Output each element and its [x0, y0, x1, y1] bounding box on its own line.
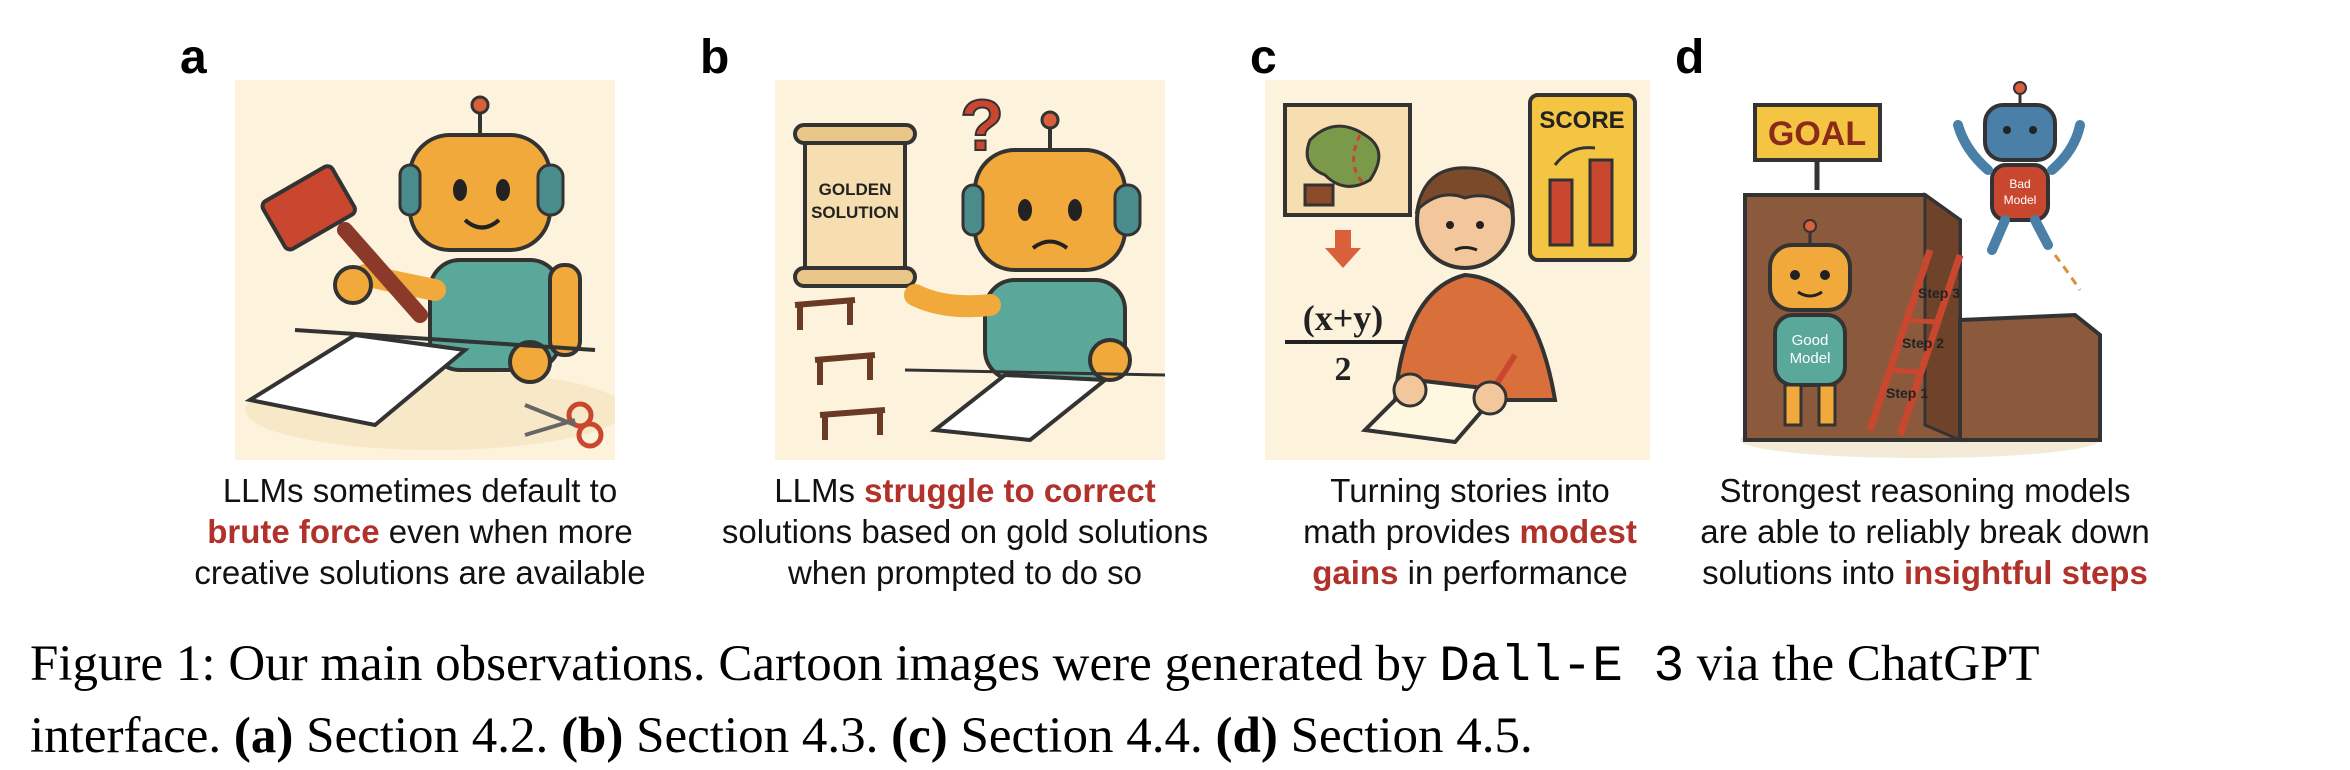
- figure-caption-text: interface.: [30, 708, 234, 764]
- panel-caption: Strongest reasoning models are able to r…: [1645, 470, 2205, 593]
- caption-line: are able to reliably break down: [1700, 513, 2150, 550]
- step-label: Step 2: [1902, 335, 1944, 351]
- caption-text: solutions into: [1702, 554, 1904, 591]
- section-ref-label: (d): [1215, 708, 1278, 764]
- figure-caption-line: Figure 1: Our main observations. Cartoon…: [30, 630, 2330, 702]
- caption-highlight: struggle to correct: [864, 472, 1156, 509]
- caption-line: solutions based on gold solutions: [721, 513, 1209, 550]
- caption-highlight: gains: [1312, 554, 1399, 591]
- caption-line: gains in performance: [1190, 552, 1750, 593]
- caption-text: LLMs: [774, 472, 865, 509]
- caption-line: solutions into insightful steps: [1645, 552, 2205, 593]
- score-label: SCORE: [1539, 107, 1624, 134]
- figure-caption-text: Figure 1: Our main observations. Cartoon…: [30, 636, 1440, 692]
- panel-d: d GOAL Good Model: [1675, 0, 2235, 600]
- bad-model-label: Model: [2004, 193, 2037, 207]
- caption-highlight: insightful steps: [1903, 554, 2148, 591]
- section-ref-label: (b): [561, 708, 624, 764]
- caption-line: LLMs sometimes default to: [222, 472, 618, 509]
- bad-model-label: Bad: [2009, 177, 2030, 191]
- figure-caption-line: interface. (a) Section 4.2. (b) Section …: [30, 702, 2330, 770]
- panel-a: a: [140, 0, 700, 600]
- figure-caption: Figure 1: Our main observations. Cartoon…: [30, 630, 2330, 770]
- step-label: Step 3: [1918, 285, 1960, 301]
- section-ref-text: Section 4.4.: [947, 708, 1216, 764]
- formula-denominator: 2: [1335, 351, 1352, 388]
- step-label: Step 1: [1886, 385, 1928, 401]
- section-ref-text: Section 4.3.: [623, 708, 892, 764]
- scroll-text: SOLUTION: [811, 203, 899, 222]
- good-model-label: Model: [1790, 350, 1831, 367]
- caption-line: math provides modest: [1190, 511, 1750, 552]
- scroll-text: GOLDEN: [819, 180, 892, 199]
- caption-text: math provides: [1303, 513, 1520, 550]
- caption-line: LLMs struggle to correct: [685, 470, 1245, 511]
- robot-hammer-illustration: [235, 80, 615, 460]
- good-model-label: Good: [1792, 332, 1829, 349]
- section-ref-text: Section 4.5.: [1277, 708, 1533, 764]
- robots-goal-illustration: GOAL Good Model Step 3 Step 2 Step 1: [1730, 80, 2110, 460]
- caption-highlight: brute force: [207, 513, 380, 550]
- robot-confused-illustration: GOLDEN SOLUTION ?: [775, 80, 1165, 460]
- panel-caption: LLMs sometimes default to brute force ev…: [140, 470, 700, 593]
- section-ref-label: (a): [233, 708, 294, 764]
- model-name: Dall-E 3: [1439, 639, 1685, 696]
- person-math-illustration: (x+y) 2 SCORE: [1265, 80, 1650, 460]
- panel-letter: d: [1675, 31, 1705, 84]
- panel-letter: b: [700, 31, 730, 84]
- caption-text: in performance: [1398, 554, 1628, 591]
- goal-sign-text: GOAL: [1768, 115, 1866, 153]
- caption-line: when prompted to do so: [787, 554, 1143, 591]
- section-ref-label: (c): [891, 708, 948, 764]
- caption-highlight: modest: [1519, 513, 1637, 550]
- panel-c: c (x+y) 2 SCORE: [1250, 0, 1810, 600]
- figure-caption-text: via the ChatGPT: [1684, 636, 2040, 692]
- panel-caption: LLMs struggle to correct solutions based…: [685, 470, 1245, 593]
- caption-line: Strongest reasoning models: [1719, 472, 2131, 509]
- formula-numerator: (x+y): [1303, 298, 1384, 338]
- caption-line: creative solutions are available: [194, 554, 646, 591]
- section-ref-text: Section 4.2.: [293, 708, 562, 764]
- panel-letter: a: [180, 31, 207, 84]
- panel-b: b GOLDEN SOLUTION ?: [685, 0, 1245, 600]
- caption-line: Turning stories into: [1330, 472, 1610, 509]
- panel-letter: c: [1250, 31, 1277, 84]
- caption-line: brute force even when more: [140, 511, 700, 552]
- panel-caption: Turning stories into math provides modes…: [1190, 470, 1750, 593]
- caption-text: even when more: [379, 513, 633, 550]
